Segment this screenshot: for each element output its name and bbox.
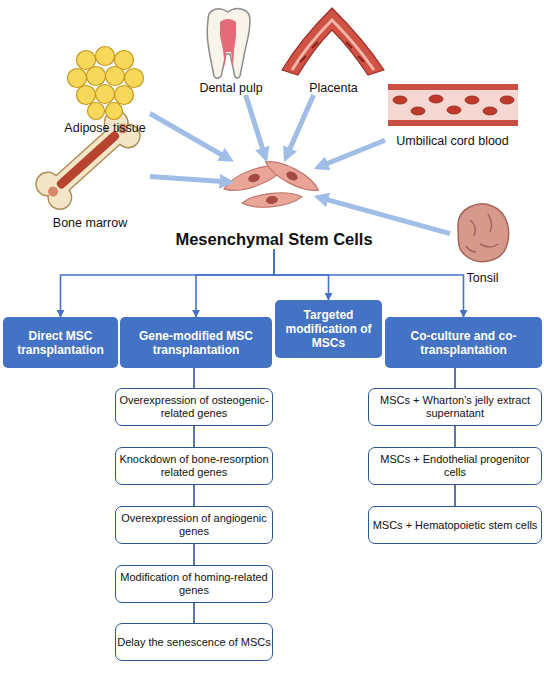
source-arrow bbox=[150, 177, 230, 182]
method-text: MSCs + Wharton’s jelly extract supernata… bbox=[370, 394, 540, 420]
method-text: Delay the senescence of MSCs bbox=[117, 636, 270, 649]
blood-vessel-icon bbox=[447, 106, 461, 114]
method-box: Delay the senescence of MSCs bbox=[115, 623, 273, 661]
source-arrow bbox=[150, 113, 230, 159]
tissue-label: Bone marrow bbox=[53, 216, 127, 230]
cell-icon bbox=[266, 195, 279, 204]
tissue-label: Umbilical cord blood bbox=[396, 134, 509, 148]
blood-vessel-icon bbox=[483, 107, 497, 115]
source-arrow bbox=[318, 140, 385, 167]
bone-icon bbox=[46, 184, 60, 198]
strategy-box: Direct MSC transplantation bbox=[3, 317, 118, 368]
method-text: MSCs + Endothelial progenitor cells bbox=[370, 453, 540, 479]
strategy-box: Targeted modification of MSCs bbox=[275, 300, 382, 358]
cell-icon bbox=[241, 190, 302, 210]
method-box: Knockdown of bone-resorption related gen… bbox=[115, 447, 273, 485]
tooth-icon bbox=[207, 9, 250, 78]
source-tissue: Tonsil bbox=[450, 200, 515, 285]
source-tissue: Dental pulp bbox=[200, 2, 262, 95]
branch-connector bbox=[61, 249, 275, 317]
source-arrow bbox=[318, 197, 450, 233]
chain-connector bbox=[454, 368, 456, 388]
adipose-icon bbox=[106, 67, 125, 86]
placenta-icon bbox=[282, 8, 384, 75]
cell-icon bbox=[262, 155, 322, 196]
method-text: Knockdown of bone-resorption related gen… bbox=[117, 453, 271, 479]
adipose-icon bbox=[106, 103, 123, 120]
adipose-icon bbox=[88, 103, 105, 120]
blood-vessel-icon bbox=[388, 86, 518, 124]
blood-vessel-icon bbox=[465, 96, 479, 104]
blood-vessel-icon bbox=[388, 84, 518, 126]
tonsil-icon bbox=[466, 214, 498, 252]
cell-icon bbox=[241, 190, 302, 210]
method-text: Overexpression of angiogenic genes bbox=[117, 512, 271, 538]
tooth-icon bbox=[220, 19, 236, 68]
placenta-icon bbox=[282, 8, 384, 75]
chain-connector bbox=[193, 544, 195, 565]
cell-icon bbox=[221, 155, 322, 210]
blood-vessel-icon bbox=[388, 84, 518, 90]
method-text: Modification of homing-related genes bbox=[117, 571, 271, 597]
adipose-icon bbox=[68, 47, 144, 120]
strategy-text: Targeted modification of MSCs bbox=[277, 308, 380, 350]
tonsil-icon bbox=[458, 204, 509, 262]
placenta-icon bbox=[300, 42, 364, 62]
strategy-box: Gene-modified MSC transplantation bbox=[120, 317, 272, 368]
adipose-icon bbox=[87, 67, 106, 86]
method-box: MSCs + Endothelial progenitor cells bbox=[368, 447, 542, 485]
cell-icon bbox=[262, 155, 322, 196]
method-text: MSCs + Hematopoietic stem cells bbox=[373, 519, 538, 532]
adipose-icon bbox=[115, 86, 134, 105]
source-tissue: Placenta bbox=[282, 4, 385, 95]
method-box: Overexpression of osteogenic-related gen… bbox=[115, 388, 273, 426]
bone-icon bbox=[55, 130, 120, 190]
blood-vessel-icon bbox=[393, 95, 514, 115]
method-box: MSCs + Wharton’s jelly extract supernata… bbox=[368, 388, 542, 426]
chain-connector bbox=[193, 485, 195, 506]
blood-vessel-icon bbox=[429, 95, 443, 103]
source-tissue: Umbilical cord blood bbox=[385, 78, 520, 148]
blood-vessel-icon bbox=[388, 120, 518, 126]
adipose-icon bbox=[68, 69, 87, 88]
blood-vessel-icon bbox=[393, 96, 407, 104]
tonsil-icon bbox=[458, 204, 509, 262]
stem-cell-hub: Mesenchymal Stem Cells bbox=[230, 158, 318, 212]
chain-connector bbox=[193, 368, 195, 388]
tooth-icon bbox=[207, 9, 250, 78]
tissue-label: Adipose tissue bbox=[64, 121, 145, 135]
method-text: Overexpression of osteogenic-related gen… bbox=[117, 394, 271, 420]
method-box: Overexpression of angiogenic genes bbox=[115, 506, 273, 544]
adipose-icon bbox=[96, 47, 115, 66]
cell-icon bbox=[247, 172, 261, 184]
source-arrow bbox=[286, 95, 314, 158]
tissue-label: Placenta bbox=[309, 81, 358, 95]
blood-vessel-icon bbox=[500, 96, 514, 104]
tissue-label: Tonsil bbox=[467, 271, 499, 285]
chain-connector bbox=[454, 485, 456, 506]
strategy-text: Co-culture and co-transplantation bbox=[387, 329, 540, 357]
method-box: MSCs + Hematopoietic stem cells bbox=[368, 506, 542, 544]
branch-connector bbox=[196, 249, 274, 317]
adipose-icon bbox=[125, 69, 144, 88]
strategy-box: Co-culture and co-transplantation bbox=[385, 317, 542, 368]
chain-connector bbox=[193, 426, 195, 447]
strategy-text: Direct MSC transplantation bbox=[5, 329, 116, 357]
tissue-label: Dental pulp bbox=[199, 81, 262, 95]
chain-connector bbox=[454, 426, 456, 447]
blood-vessel-icon bbox=[411, 107, 425, 115]
adipose-icon bbox=[96, 85, 115, 104]
hub-heading: Mesenchymal Stem Cells bbox=[175, 229, 372, 249]
cell-icon bbox=[285, 170, 299, 183]
source-arrow bbox=[246, 95, 266, 158]
chain-connector bbox=[193, 603, 195, 623]
method-box: Modification of homing-related genes bbox=[115, 565, 273, 603]
source-tissue: Adipose tissue bbox=[60, 40, 150, 135]
placenta-icon bbox=[292, 20, 374, 70]
adipose-icon bbox=[77, 86, 96, 105]
strategy-text: Gene-modified MSC transplantation bbox=[122, 329, 270, 357]
